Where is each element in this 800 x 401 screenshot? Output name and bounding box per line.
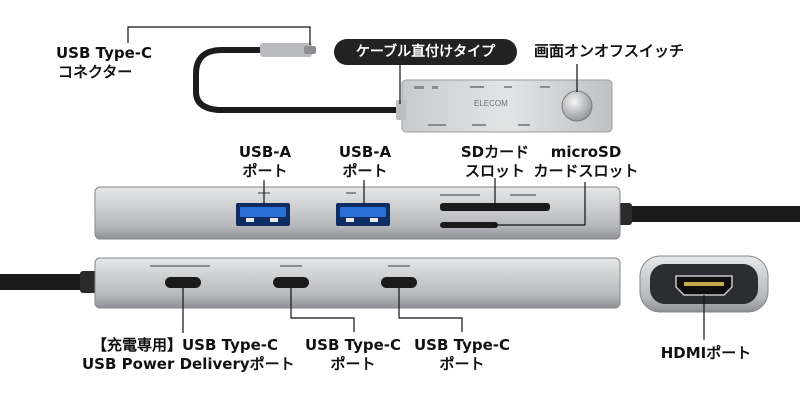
label-usb-c-port-2: USB Type-C ポート: [405, 336, 519, 374]
label-pd-port: 【充電専用】USB Type-C USB Power Deliveryポート: [82, 336, 295, 374]
usb-a-port-1-pin-r: [270, 218, 278, 222]
label-usb-a-port-1-line1: USB-A: [238, 143, 292, 161]
label-usb-c-connector-line1: USB Type-C: [56, 44, 153, 62]
leader-lines-upper: [127, 26, 578, 104]
top-cable: [193, 47, 403, 113]
label-sd-slot-line1: SDカード: [460, 143, 530, 161]
label-hdmi-port-text: HDMIポート: [660, 344, 752, 362]
usb-a-port-2-tongue: [340, 207, 386, 217]
label-usb-c-connector: USB Type-C コネクター: [56, 44, 152, 82]
usb-a-port-1-pin-l: [246, 218, 254, 222]
label-power-switch: 画面オンオフスイッチ: [534, 42, 684, 61]
label-usb-a-port-1: USB-A ポート: [238, 143, 292, 181]
usb-c-connector-tip: [304, 46, 316, 54]
power-switch-button: [561, 90, 593, 122]
usb-c-port-2: [381, 277, 417, 288]
label-usb-c-port-2-line2: ポート: [439, 355, 485, 373]
label-pd-port-line2: USB Power Deliveryポート: [82, 355, 295, 373]
label-microsd-slot-line1: microSD: [550, 143, 622, 161]
usb-a-port-2-pin-l: [346, 218, 354, 222]
label-microsd-slot: microSD カードスロット: [530, 143, 642, 181]
hub-top-strain-relief: [396, 100, 406, 120]
usb-a-port-2-pin-r: [370, 218, 378, 222]
label-usb-a-port-1-line2: ポート: [242, 162, 288, 180]
label-hdmi-port: HDMIポート: [656, 344, 756, 363]
label-cable-type-text: ケーブル直付けタイプ: [355, 44, 496, 60]
label-usb-c-port-1-line1: USB Type-C: [304, 336, 401, 354]
leader-lines-lower: [182, 287, 705, 340]
label-usb-a-port-2-line2: ポート: [342, 162, 388, 180]
usb-a-port-1-tongue: [240, 207, 286, 217]
bottom-hub-markings: [150, 265, 410, 267]
label-usb-c-port-2-line1: USB Type-C: [413, 336, 510, 354]
leader-lines-middle: [263, 178, 586, 226]
label-usb-a-port-2: USB-A ポート: [338, 143, 392, 181]
label-pd-port-line1: 【充電専用】USB Type-C: [91, 336, 278, 354]
pd-usb-c-port: [165, 277, 201, 288]
label-usb-a-port-2-line1: USB-A: [338, 143, 392, 161]
label-cable-type: ケーブル直付けタイプ: [334, 39, 517, 65]
label-sd-slot: SDカード スロット: [452, 143, 538, 181]
label-usb-c-port-1: USB Type-C ポート: [296, 336, 410, 374]
usb-c-connector-plug: [260, 43, 312, 57]
hdmi-port-tongue: [684, 282, 724, 286]
hub-brand-logo: ELECOM: [474, 99, 508, 108]
microsd-card-slot: [440, 222, 498, 228]
label-power-switch-text: 画面オンオフスイッチ: [534, 42, 685, 60]
hub-top-markings: [414, 86, 550, 126]
label-usb-c-port-1-line2: ポート: [330, 355, 376, 373]
label-microsd-slot-line2: カードスロット: [533, 162, 639, 180]
label-usb-c-connector-line2: コネクター: [58, 63, 133, 81]
label-sd-slot-line2: スロット: [464, 162, 525, 180]
bottom-hub-body: [94, 257, 621, 309]
usb-c-port-1: [273, 277, 309, 288]
